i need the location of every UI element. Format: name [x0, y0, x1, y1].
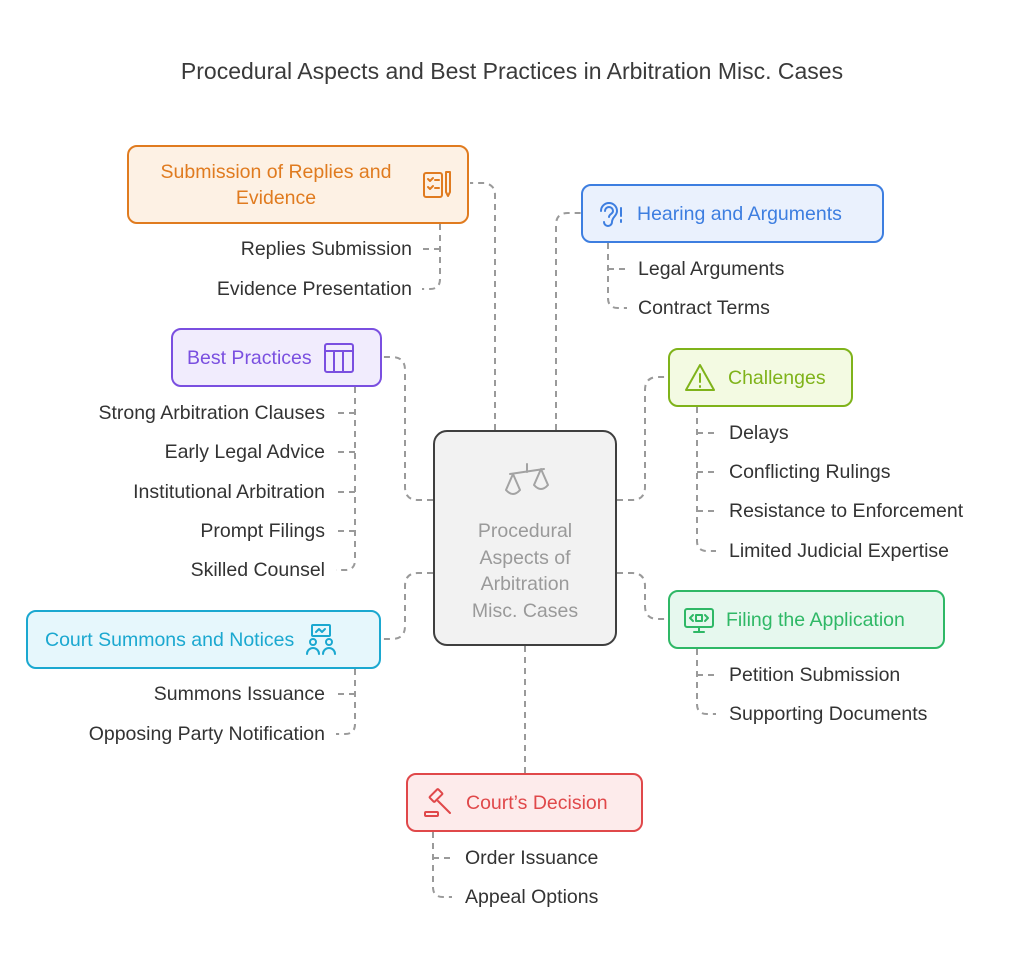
- node-submission-label: Submission of Replies and Evidence: [160, 160, 392, 209]
- people-notice-icon: [304, 623, 338, 657]
- diagram-title: Procedural Aspects and Best Practices in…: [180, 58, 844, 84]
- node-summons[interactable]: Court Summons and Notices: [26, 610, 381, 669]
- best-practices-item: Institutional Arbitration: [133, 481, 325, 503]
- connector-submission: [470, 182, 496, 430]
- filing-item: Petition Submission: [729, 664, 901, 686]
- warning-icon: [684, 362, 716, 394]
- central-node: Procedural Aspects of Arbitration Misc. …: [433, 430, 617, 646]
- table-icon: [322, 341, 356, 375]
- connector-challenges: [617, 376, 669, 501]
- node-best-practices[interactable]: Best Practices: [171, 328, 382, 387]
- node-best-practices-label: Best Practices: [187, 346, 312, 369]
- summons-item: Opposing Party Notification: [88, 723, 325, 745]
- submission-item: Evidence Presentation: [216, 278, 412, 300]
- hearing-item: Contract Terms: [638, 297, 770, 319]
- node-filing-label: Filing the Application: [726, 608, 905, 631]
- node-challenges[interactable]: Challenges: [668, 348, 853, 407]
- node-submission[interactable]: Submission of Replies and Evidence: [127, 145, 469, 224]
- submission-item: Replies Submission: [240, 238, 412, 260]
- ear-icon: [595, 198, 627, 230]
- challenges-item: Limited Judicial Expertise: [729, 540, 950, 562]
- challenges-item: Resistance to Enforcement: [729, 500, 964, 522]
- decision-item: Order Issuance: [465, 847, 599, 869]
- central-node-label: Procedural Aspects of Arbitration Misc. …: [471, 520, 579, 622]
- gavel-icon: [422, 787, 454, 819]
- node-hearing-label: Hearing and Arguments: [637, 202, 842, 225]
- checklist-pen-icon: [421, 168, 455, 202]
- summons-item: Summons Issuance: [153, 683, 325, 705]
- connector-best: [383, 356, 433, 501]
- connector-filing: [617, 572, 669, 620]
- best-practices-item: Strong Arbitration Clauses: [98, 402, 325, 424]
- best-practices-item: Prompt Filings: [200, 520, 325, 542]
- connector-hearing: [555, 212, 582, 430]
- node-decision[interactable]: Court’s Decision: [406, 773, 643, 832]
- node-challenges-label: Challenges: [728, 366, 826, 389]
- best-practices-item: Skilled Counsel: [190, 559, 325, 581]
- node-filing[interactable]: Filing the Application: [668, 590, 945, 649]
- node-hearing[interactable]: Hearing and Arguments: [581, 184, 884, 243]
- node-decision-label: Court’s Decision: [466, 791, 608, 814]
- node-summons-label: Court Summons and Notices: [45, 628, 295, 651]
- hearing-item: Legal Arguments: [638, 258, 785, 280]
- challenges-item: Delays: [729, 422, 789, 444]
- decision-item: Appeal Options: [465, 886, 599, 908]
- challenges-item: Conflicting Rulings: [729, 461, 891, 483]
- code-screen-icon: [682, 603, 716, 637]
- best-practices-item: Early Legal Advice: [164, 441, 325, 463]
- scales-icon: [505, 463, 549, 495]
- connector-summons: [381, 572, 433, 640]
- filing-item: Supporting Documents: [729, 703, 928, 725]
